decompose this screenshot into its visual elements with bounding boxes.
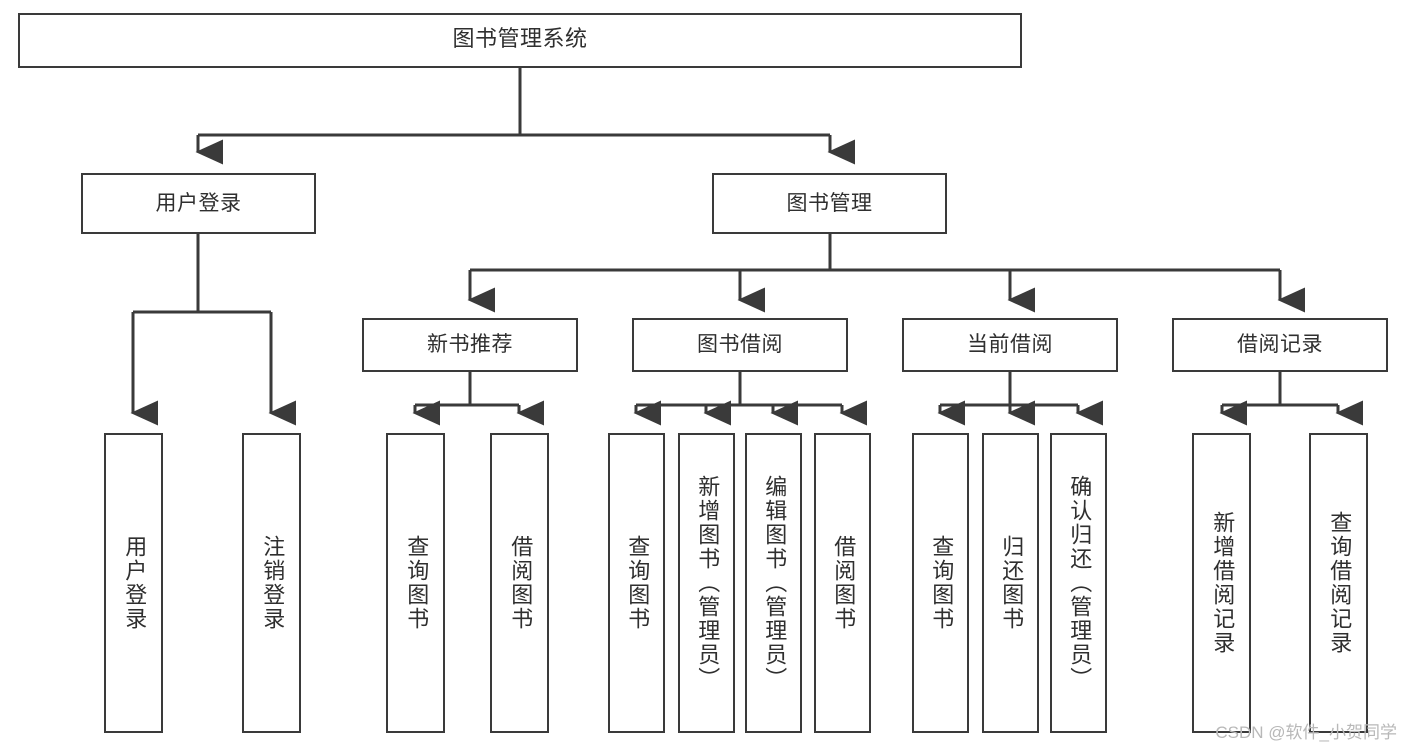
node-label: 查询图书	[403, 535, 429, 631]
node-label: 借阅记录	[1237, 332, 1323, 357]
leaf-user-login-signout[interactable]: 注销登录	[242, 433, 301, 733]
node-label: 查询借阅记录	[1326, 511, 1352, 655]
node-new-book-recommend[interactable]: 新书推荐	[362, 318, 578, 372]
leaf-borrow-edit-book[interactable]: 编辑图书（管理员）	[745, 433, 802, 733]
node-label: 图书借阅	[697, 332, 783, 357]
leaf-current-confirm-return[interactable]: 确认归还（管理员）	[1050, 433, 1107, 733]
leaf-new-book-borrow[interactable]: 借阅图书	[490, 433, 549, 733]
node-label: 新增图书（管理员）	[694, 475, 720, 691]
node-label: 查询图书	[928, 535, 954, 631]
node-label: 归还图书	[998, 535, 1024, 631]
node-label: 用户登录	[121, 535, 147, 631]
node-book-management[interactable]: 图书管理	[712, 173, 947, 234]
leaf-user-login-signin[interactable]: 用户登录	[104, 433, 163, 733]
node-borrow-record[interactable]: 借阅记录	[1172, 318, 1388, 372]
node-label: 编辑图书（管理员）	[761, 475, 787, 691]
leaf-borrow-add-book[interactable]: 新增图书（管理员）	[678, 433, 735, 733]
node-label: 新增借阅记录	[1209, 511, 1235, 655]
node-label: 借阅图书	[507, 535, 533, 631]
node-label: 图书管理系统	[452, 27, 588, 53]
leaf-borrow-query-book[interactable]: 查询图书	[608, 433, 665, 733]
leaf-current-return-book[interactable]: 归还图书	[982, 433, 1039, 733]
leaf-new-book-query[interactable]: 查询图书	[386, 433, 445, 733]
leaf-borrow-borrow-book[interactable]: 借阅图书	[814, 433, 871, 733]
leaf-record-add[interactable]: 新增借阅记录	[1192, 433, 1251, 733]
node-user-login[interactable]: 用户登录	[81, 173, 316, 234]
csdn-watermark: CSDN @软件_小贺同学	[1215, 723, 1397, 742]
node-current-borrow[interactable]: 当前借阅	[902, 318, 1118, 372]
node-label: 查询图书	[624, 535, 650, 631]
node-label: 新书推荐	[427, 332, 513, 357]
node-book-borrow[interactable]: 图书借阅	[632, 318, 848, 372]
node-root-system[interactable]: 图书管理系统	[18, 13, 1022, 68]
node-label: 注销登录	[259, 535, 285, 631]
node-label: 确认归还（管理员）	[1066, 475, 1092, 691]
node-label: 用户登录	[155, 190, 242, 215]
leaf-record-query[interactable]: 查询借阅记录	[1309, 433, 1368, 733]
node-label: 当前借阅	[967, 332, 1053, 357]
node-label: 图书管理	[786, 190, 873, 215]
leaf-current-query-book[interactable]: 查询图书	[912, 433, 969, 733]
node-label: 借阅图书	[830, 535, 856, 631]
